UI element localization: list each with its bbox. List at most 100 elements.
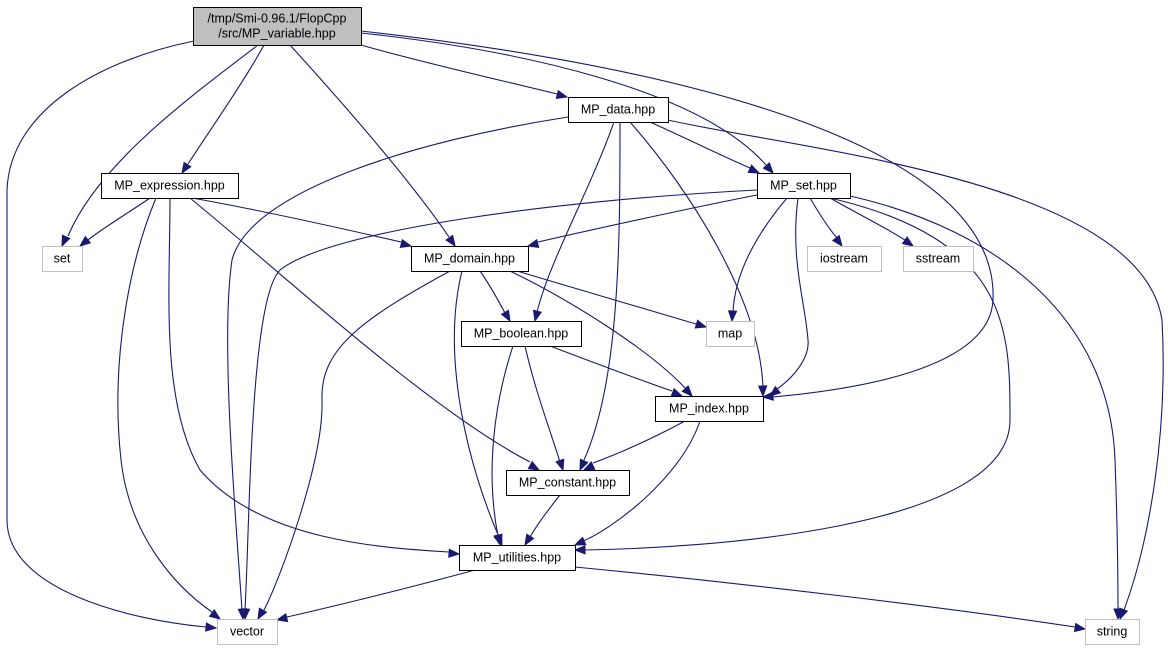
edge-mp-domain-to-map xyxy=(516,270,708,329)
edge-arrowhead xyxy=(448,548,461,558)
edge-mp-index-to-mp-utilities xyxy=(573,420,701,546)
node-mp-set[interactable]: MP_set.hpp xyxy=(757,173,851,199)
node-label: set xyxy=(54,252,71,266)
edge-mp-variable-to-mp-expression xyxy=(181,44,265,175)
edge-line xyxy=(117,197,213,613)
node-box xyxy=(217,619,278,645)
node-mp-variable[interactable]: /tmp/Smi-0.96.1/FlopCpp/src/MP_variable.… xyxy=(193,7,362,46)
edge-mp-set-to-map xyxy=(727,197,788,323)
edge-line xyxy=(491,345,514,537)
edge-line xyxy=(289,44,450,238)
edge-mp-data-to-mp-boolean xyxy=(532,121,615,323)
edge-mp-variable-to-vector xyxy=(6,40,218,632)
edge-line xyxy=(286,569,476,618)
edge-mp-set-to-mp-domain xyxy=(526,194,758,249)
edge-line xyxy=(649,121,751,169)
edge-line xyxy=(189,197,531,463)
edge-line xyxy=(509,270,687,390)
edge-mp-expression-to-vector xyxy=(117,197,222,620)
edge-arrowhead xyxy=(582,461,596,471)
edge-line xyxy=(574,566,1076,628)
edge-mp-data-to-mp-set xyxy=(649,121,761,174)
edge-arrowhead xyxy=(526,238,540,249)
node-box xyxy=(461,321,582,347)
edge-mp-data-to-mp-constant xyxy=(579,121,621,472)
edge-arrowhead xyxy=(181,161,192,175)
node-box xyxy=(101,173,239,199)
edge-arrowhead xyxy=(527,460,541,471)
edge-arrowhead xyxy=(275,612,289,623)
node-box xyxy=(1085,619,1140,645)
node-label: MP_constant.hpp xyxy=(519,476,616,490)
node-mp-boolean[interactable]: MP_boolean.hpp xyxy=(461,321,582,347)
edge-mp-set-to-mp-index xyxy=(768,197,809,397)
node-mp-expression[interactable]: MP_expression.hpp xyxy=(101,173,239,199)
edge-mp-boolean-to-mp-constant xyxy=(524,345,565,472)
edge-mp-set-to-vector xyxy=(240,189,758,621)
edge-mp-index-to-mp-constant xyxy=(582,420,686,471)
node-mp-domain[interactable]: MP_domain.hpp xyxy=(411,246,529,272)
edge-line xyxy=(629,121,764,389)
edge-mp-constant-to-mp-utilities xyxy=(524,494,561,547)
edge-arrowhead xyxy=(757,385,768,398)
node-label: /tmp/Smi-0.96.1/FlopCpp xyxy=(208,12,347,26)
node-mp-data[interactable]: MP_data.hpp xyxy=(568,97,669,123)
edge-line xyxy=(479,270,506,314)
edge-line xyxy=(549,345,673,392)
node-label: MP_boolean.hpp xyxy=(474,327,569,341)
node-label: MP_set.hpp xyxy=(770,179,837,193)
edge-line xyxy=(809,197,838,239)
node-box xyxy=(706,321,755,347)
edge-line xyxy=(776,197,809,390)
edge-line xyxy=(453,270,500,538)
edge-line xyxy=(6,40,207,628)
edge-arrowhead xyxy=(573,536,587,546)
node-label: /src/MP_variable.hpp xyxy=(218,27,335,41)
edge-line xyxy=(516,270,697,325)
node-label: MP_data.hpp xyxy=(581,103,655,117)
edge-line xyxy=(360,30,994,398)
nodes-layer: /tmp/Smi-0.96.1/FlopCpp/src/MP_variable.… xyxy=(42,7,1140,645)
edge-arrowhead xyxy=(257,607,268,621)
edge-line xyxy=(537,194,758,243)
edge-mp-variable-to-mp-domain xyxy=(289,44,456,248)
edge-mp-set-to-string xyxy=(849,195,1123,621)
edge-line xyxy=(849,195,1119,611)
node-box xyxy=(807,246,882,272)
edge-arrowhead xyxy=(524,533,535,547)
edge-line xyxy=(732,197,788,313)
edge-mp-domain-to-vector xyxy=(257,270,451,621)
node-box xyxy=(903,246,974,272)
node-label: sstream xyxy=(916,252,960,266)
node-box xyxy=(757,173,851,199)
edge-arrowhead xyxy=(1073,622,1087,633)
edge-mp-variable-to-mp-data xyxy=(360,44,569,100)
edge-line xyxy=(524,345,561,463)
edges-layer xyxy=(6,30,1164,633)
node-mp-constant[interactable]: MP_constant.hpp xyxy=(506,470,630,496)
node-label: map xyxy=(718,327,742,341)
edge-arrowhead xyxy=(831,234,843,248)
edge-line xyxy=(360,44,558,95)
edge-arrowhead xyxy=(399,238,413,249)
edge-line xyxy=(87,197,151,241)
node-string: string xyxy=(1085,619,1140,645)
node-vector: vector xyxy=(217,619,278,645)
edge-mp-expression-to-mp-utilities xyxy=(168,197,461,558)
edge-arrowhead xyxy=(555,89,569,100)
node-label: MP_index.hpp xyxy=(669,402,749,416)
node-mp-utilities[interactable]: MP_utilities.hpp xyxy=(459,545,576,571)
edge-arrowhead xyxy=(445,234,456,248)
edge-line xyxy=(529,494,561,538)
edge-arrowhead xyxy=(500,309,511,323)
edge-arrowhead xyxy=(901,236,915,247)
edge-line xyxy=(592,420,686,464)
edge-arrowhead xyxy=(78,235,92,247)
node-mp-index[interactable]: MP_index.hpp xyxy=(655,396,764,422)
edge-line xyxy=(262,270,451,613)
node-set: set xyxy=(42,246,83,272)
edge-mp-expression-to-mp-domain xyxy=(191,197,413,249)
edge-line xyxy=(244,189,758,611)
edge-line xyxy=(667,119,1164,611)
edge-arrowhead xyxy=(768,385,782,397)
